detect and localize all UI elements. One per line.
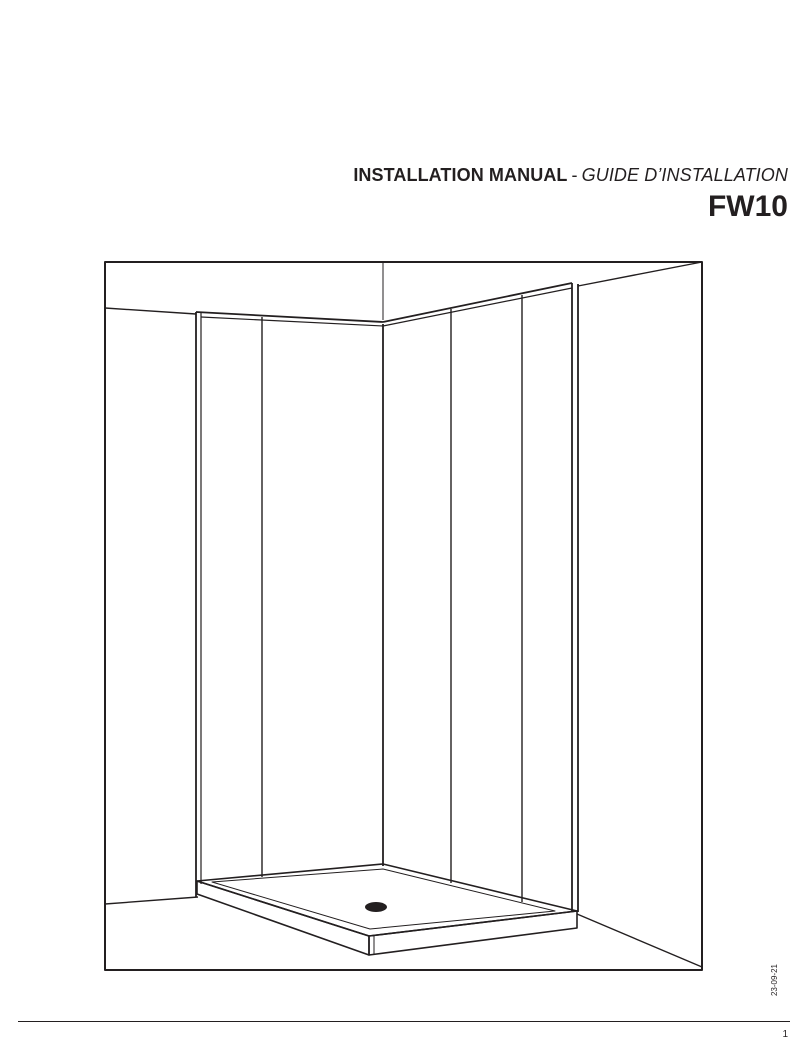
shower-base-front-left (197, 881, 369, 955)
drain-icon (365, 902, 387, 912)
revision-date: 23-09-21 (769, 955, 781, 1005)
page-number: 1 (782, 1029, 788, 1040)
left-wall-top-edge (105, 308, 196, 314)
right-wall-top-edge (578, 262, 702, 286)
left-floor-line (105, 897, 198, 904)
footer-divider (18, 1021, 790, 1022)
right-floor-line (577, 914, 702, 967)
right-panel-top-trim-inner (383, 288, 572, 326)
left-panel-top-trim (196, 312, 383, 322)
shower-base-front-right (369, 911, 577, 955)
illustration-frame (105, 262, 702, 970)
right-panel-top-trim (383, 283, 572, 322)
left-panel-top-trim-inner (201, 317, 383, 326)
